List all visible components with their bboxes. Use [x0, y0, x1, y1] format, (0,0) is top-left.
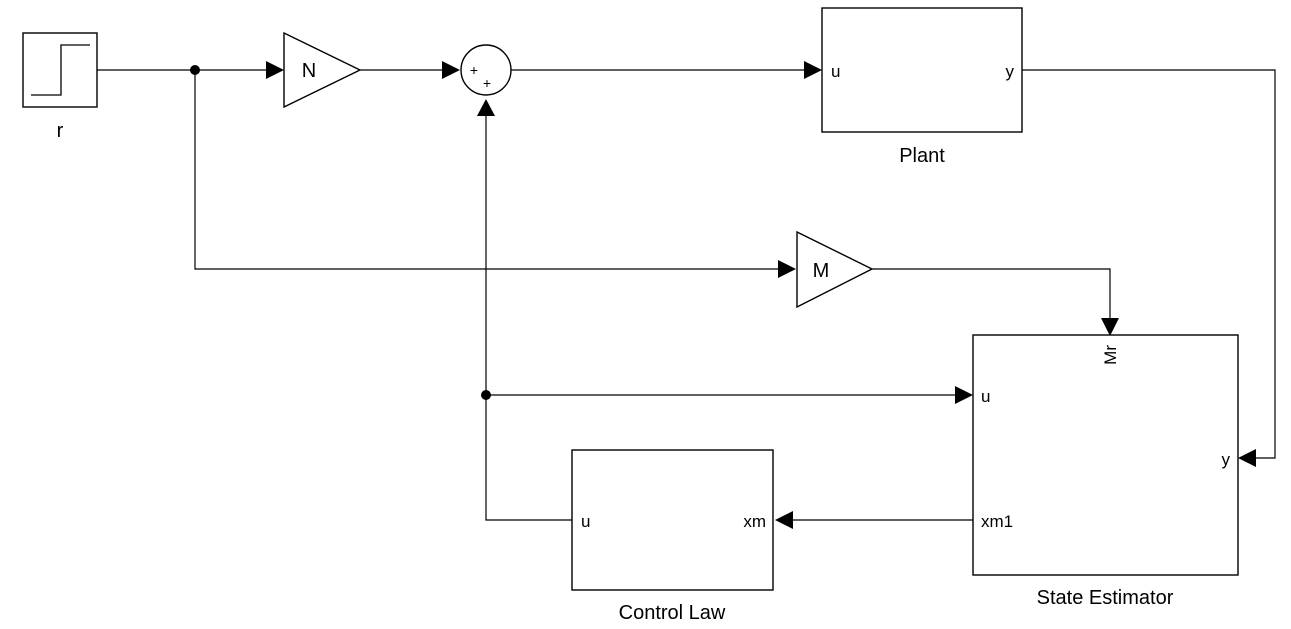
signal-lines [97, 69, 1276, 521]
arrow-into-control-xm [775, 511, 793, 529]
state-estimator-block[interactable]: Mr u y xm1 [972, 334, 1239, 576]
arrow-into-estimator-y [1238, 449, 1256, 467]
sum-sign-left: + [470, 62, 478, 78]
plant-input-port-label: u [831, 62, 840, 81]
estimator-port-xm1: xm1 [981, 512, 1013, 531]
control-law-block[interactable]: u xm [571, 449, 774, 591]
control-law-port-xm: xm [743, 512, 766, 531]
arrow-into-estimator-u [955, 386, 973, 404]
arrow-into-sum-bottom [477, 99, 495, 116]
wire-r-to-m[interactable] [194, 70, 780, 270]
plant-frame[interactable] [821, 7, 1023, 133]
wire-m-to-estimator[interactable] [872, 268, 1111, 318]
control-law-port-u: u [581, 512, 590, 531]
gain-n-label: N [302, 60, 316, 82]
control-law-name: Control Law [619, 602, 726, 624]
plant-block-name: Plant [899, 145, 945, 167]
arrow-into-m [778, 260, 796, 278]
sum-sign-bottom: + [483, 75, 491, 91]
plant-output-port-label: y [1006, 62, 1015, 81]
step-icon [31, 44, 90, 96]
estimator-port-y: y [1222, 450, 1231, 469]
step-block-name: r [57, 120, 64, 142]
sum-block[interactable]: + + [460, 44, 512, 96]
arrow-into-estimator-mr [1101, 318, 1119, 336]
estimator-port-u: u [981, 387, 990, 406]
sum-circle[interactable] [460, 44, 512, 96]
state-estimator-name: State Estimator [1037, 587, 1174, 609]
control-law-frame[interactable] [571, 449, 774, 591]
step-block-frame[interactable] [22, 32, 98, 108]
gain-block-m[interactable]: M [796, 230, 874, 309]
gain-n-triangle[interactable] [283, 31, 362, 109]
junction-dot-r [190, 65, 200, 75]
arrow-into-plant [804, 61, 822, 79]
state-estimator-frame[interactable] [972, 334, 1239, 576]
step-block[interactable] [22, 32, 98, 108]
gain-m-label: M [813, 260, 830, 282]
gain-block-n[interactable]: N [283, 31, 362, 109]
plant-block[interactable]: u y [821, 7, 1023, 133]
wire-control-to-sum[interactable] [485, 116, 572, 521]
estimator-port-mr: Mr [1101, 345, 1120, 365]
arrow-into-sum [442, 61, 460, 79]
arrow-into-n [266, 61, 284, 79]
junction-dot-u [481, 390, 491, 400]
wire-plant-y-to-estimator[interactable] [1022, 69, 1276, 459]
gain-m-triangle[interactable] [796, 230, 874, 309]
arrowheads [266, 61, 1256, 529]
